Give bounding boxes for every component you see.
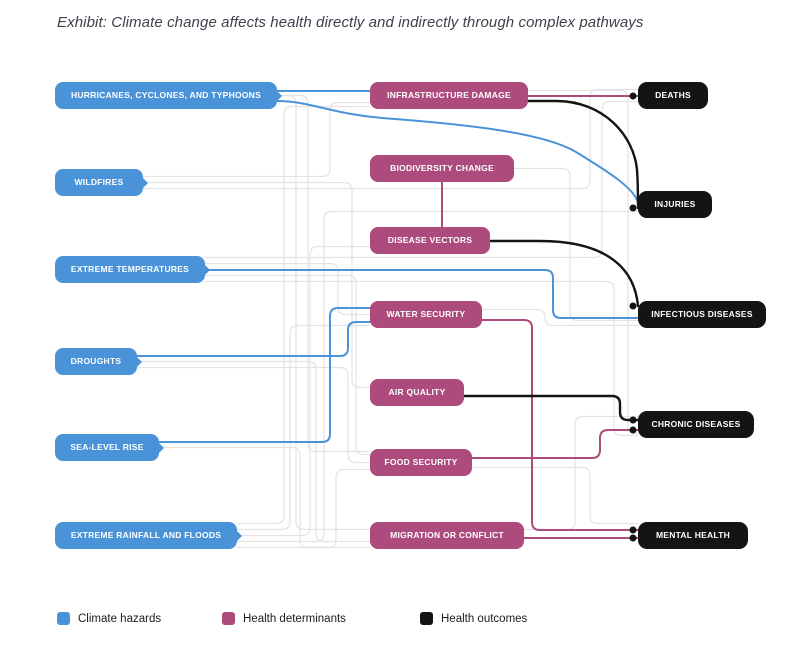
exhibit-title: Exhibit: Climate change affects health d…: [57, 14, 644, 31]
health-determinants-swatch: [222, 612, 235, 625]
legend: Climate hazards Health determinants Heal…: [0, 612, 800, 636]
edge-extreme-rainfall-and-floods--disease-vectors: [236, 245, 371, 537]
node-water-security[interactable]: Water security: [370, 301, 482, 328]
node-chronic-diseases[interactable]: Chronic diseases: [638, 411, 754, 438]
edge-extreme-rainfall-and-floods--food-security: [236, 468, 371, 549]
legend-label-climate-hazards: Climate hazards: [78, 612, 162, 625]
edge-infrastructure-damage--injuries: [526, 99, 640, 210]
node-infrastructure-damage[interactable]: Infrastructure damage: [370, 82, 528, 109]
edge-endpoint-dot-mental-health: [629, 534, 637, 542]
edge-extreme-temperatures--deaths: [204, 100, 639, 259]
edge-endpoint-dot-chronic-diseases: [629, 426, 637, 434]
legend-item-health-outcomes: Health outcomes: [420, 612, 527, 625]
node-extreme-rainfall-and-floods[interactable]: Extreme rainfall and floods: [55, 522, 242, 549]
chevron-right-icon: [159, 442, 164, 453]
edge-wildfires--air-quality: [142, 181, 371, 389]
edge-hurricanes--injuries: [276, 100, 639, 203]
edge-food-security--mental-health: [471, 466, 639, 525]
node-droughts[interactable]: Droughts: [55, 348, 142, 375]
node-disease-vectors[interactable]: Disease vectors: [370, 227, 490, 254]
node-migration-or-conflict[interactable]: Migration or conflict: [370, 522, 524, 549]
edge-droughts--food-security: [136, 366, 371, 464]
edge-air-quality--chronic-diseases: [462, 394, 640, 422]
chevron-right-icon: [205, 264, 210, 275]
edge-endpoint-dot-injuries: [629, 204, 637, 212]
legend-item-health-determinants: Health determinants: [222, 612, 346, 625]
edge-extreme-rainfall-and-floods--water-security: [236, 324, 371, 531]
edge-endpoint-dot-mental-health: [629, 526, 637, 534]
edge-extreme-temperatures--food-security: [204, 274, 371, 456]
edge-extreme-rainfall-and-floods--infrastructure-damage: [236, 105, 371, 525]
edge-droughts--water-security: [136, 321, 371, 357]
edge-extreme-temperatures--chronic-diseases: [204, 280, 639, 437]
edge-extreme-rainfall-and-floods--injuries: [236, 210, 639, 543]
chevron-right-icon: [237, 530, 242, 541]
node-mental-health[interactable]: Mental health: [638, 522, 748, 549]
edge-wildfires--infrastructure-damage: [142, 101, 371, 178]
chevron-right-icon: [137, 356, 142, 367]
edge-sea-level-rise--water-security: [158, 307, 371, 443]
legend-label-health-determinants: Health determinants: [243, 612, 346, 625]
node-hurricanes[interactable]: Hurricanes, cyclones, and typhoons: [55, 82, 282, 109]
node-food-security[interactable]: Food security: [370, 449, 472, 476]
edge-extreme-temperatures--infectious-diseases: [204, 269, 639, 319]
node-air-quality[interactable]: Air quality: [370, 379, 464, 406]
edge-endpoint-dot-infectious-diseases: [629, 302, 637, 310]
health-outcomes-swatch: [420, 612, 433, 625]
edge-biodiversity-change--infectious-diseases: [513, 167, 639, 322]
chevron-right-icon: [277, 90, 282, 101]
edge-water-security--infectious-diseases: [481, 308, 639, 327]
edge-endpoint-dot-chronic-diseases: [629, 416, 637, 424]
node-extreme-temperatures[interactable]: Extreme temperatures: [55, 256, 210, 283]
node-infectious-diseases[interactable]: Infectious diseases: [638, 301, 766, 328]
edge-endpoint-dot-deaths: [629, 92, 637, 100]
node-wildfires[interactable]: Wildfires: [55, 169, 148, 196]
node-biodiversity-change[interactable]: Biodiversity change: [370, 155, 514, 182]
edge-hurricanes--food-security: [276, 94, 371, 453]
node-injuries[interactable]: Injuries: [638, 191, 712, 218]
edge-food-security--chronic-diseases: [471, 429, 639, 459]
legend-item-climate-hazards: Climate hazards: [57, 612, 161, 625]
edge-water-security--mental-health: [481, 319, 639, 531]
node-deaths[interactable]: Deaths: [638, 82, 708, 109]
edge-extreme-temperatures--water-security: [204, 262, 371, 316]
legend-label-health-outcomes: Health outcomes: [441, 612, 528, 625]
node-sea-level-rise[interactable]: Sea-level rise: [55, 434, 164, 461]
chevron-right-icon: [143, 177, 148, 188]
climate-hazards-swatch: [57, 612, 70, 625]
edge-disease-vectors--infectious-diseases: [488, 239, 640, 308]
